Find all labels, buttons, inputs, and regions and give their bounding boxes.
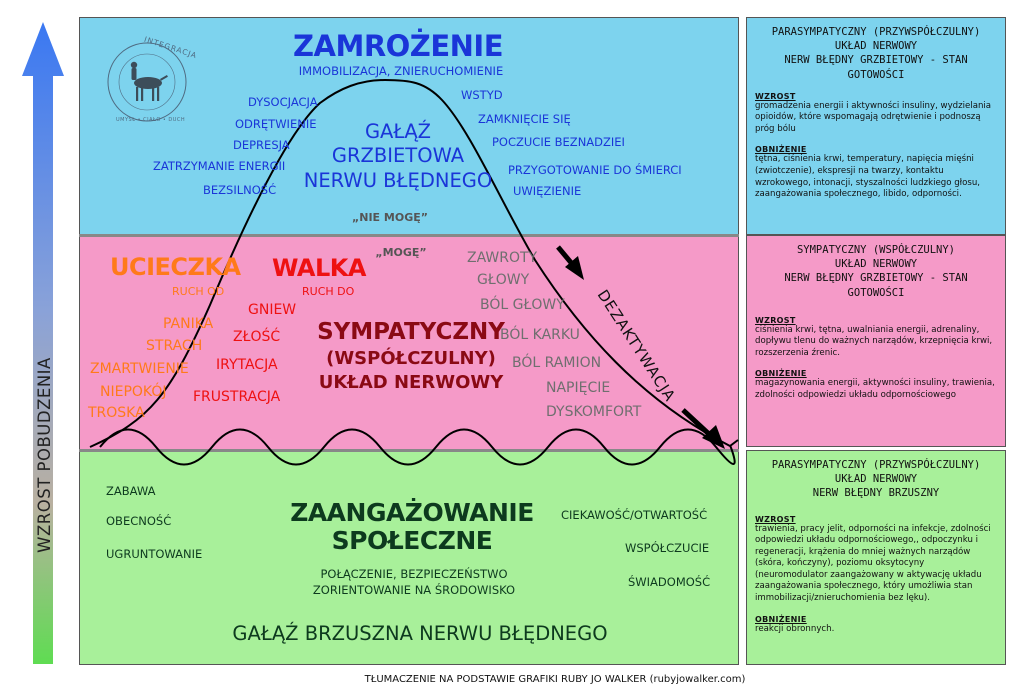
freeze-item: BEZSILNOŚĆ	[203, 183, 277, 197]
fight-title: WALKA	[272, 254, 366, 282]
panel-header: SYMPATYCZNY (WSPÓŁCZULNY) UKŁAD NERWOWY …	[784, 244, 968, 299]
dorsal-vagal-zone	[79, 17, 739, 235]
panel-header: PARASYMPATYCZNY (PRZYWSPÓŁCZULNY) UKŁAD …	[771, 26, 981, 81]
fight-item: FRUSTRACJA	[193, 389, 281, 405]
symptom-item: BÓL GŁOWY	[480, 297, 565, 313]
arousal-arrow	[22, 22, 64, 664]
zone-separator-top	[79, 234, 739, 237]
increase-label: WZROST	[755, 514, 796, 524]
symptom-item: BÓL RAMION	[512, 355, 602, 371]
increase-label: WZROST	[755, 91, 796, 101]
increase-text: ciśnienia krwi, tętna, uwalniania energi…	[755, 324, 993, 358]
symptom-item: GŁOWY	[477, 272, 530, 288]
social-item: OBECNOŚĆ	[106, 514, 172, 528]
panel-header: PARASYMPATYCZNY (PRZYWSPÓŁCZULNY) UKŁAD …	[771, 459, 981, 500]
freeze-item: DYSOCJACJA	[248, 95, 318, 109]
fight-subtitle: RUCH DO	[302, 285, 355, 298]
arousal-curve	[89, 78, 739, 448]
decrease-text: reakcji obronnych.	[755, 623, 835, 634]
freeze-item: ZATRZYMANIE ENERGII	[153, 159, 286, 173]
freeze-item: POCZUCIE BEZNADZIEI	[492, 135, 625, 149]
social-item: CIEKAWOŚĆ/OTWARTOŚĆ	[561, 508, 708, 522]
freeze-item: PRZYGOTOWANIE DO ŚMIERCI	[508, 163, 682, 177]
social-item: ŚWIADOMOŚĆ	[628, 575, 711, 589]
sympathetic-zone	[79, 235, 739, 450]
flight-item: PANIKA	[163, 316, 214, 332]
ventral-vagal-zone	[79, 450, 739, 665]
symptom-item: BÓL KARKU	[500, 327, 580, 343]
flight-item: STRACH	[146, 338, 203, 354]
sympathetic-center-label: SYMPATYCZNY (WSPÓŁCZULNY) UKŁAD NERWOWY	[317, 319, 505, 394]
social-item: UGRUNTOWANIE	[106, 547, 203, 561]
freeze-item: UWIĘZIENIE	[513, 184, 582, 198]
increase-label: WZROST	[755, 315, 796, 325]
freeze-title: ZAMROŻENIE	[292, 29, 504, 63]
flight-title: UCIECZKA	[110, 253, 241, 281]
social-engagement-subtitle: POŁĄCZENIE, BEZPIECZEŃSTWO ZORIENTOWANIE…	[312, 567, 516, 597]
logo-tagline: UMYSŁ • CIAŁO • DUCH	[116, 117, 186, 123]
dorsal-branch-label: GAŁĄŹ GRZBIETOWA NERWU BŁĘDNEGO	[303, 120, 493, 192]
decrease-label: OBNIŻENIE	[755, 145, 807, 155]
increase-text: gromadzenia energii i aktywności insulin…	[755, 100, 992, 134]
panel-dorsal-parasympathetic: PARASYMPATYCZNY (PRZYWSPÓŁCZULNY) UKŁAD …	[746, 17, 1006, 235]
social-engagement-title: ZAANGAŻOWANIE SPOŁECZNE	[290, 498, 534, 555]
freeze-item: DEPRESJA	[233, 138, 290, 152]
zone-separator-bottom	[79, 449, 739, 452]
centaur-icon	[130, 61, 168, 101]
freeze-item: ODRĘTWIENIE	[235, 117, 317, 131]
deactivation-arrow-upper	[556, 245, 584, 280]
decrease-text: magazynowania energii, aktywności insuli…	[755, 378, 995, 401]
deactivation-arrow-lower	[681, 408, 725, 449]
fight-item: ZŁOŚĆ	[233, 329, 281, 345]
symptom-item: DYSKOMFORT	[546, 404, 642, 420]
fight-item: IRYTACJA	[216, 357, 278, 373]
nie-moge-label: „NIE MOGĘ”	[352, 211, 428, 224]
flight-subtitle: RUCH OD	[172, 285, 225, 298]
social-item: WSPÓŁCZUCIE	[625, 541, 710, 555]
symptom-item: NAPIĘCIE	[546, 380, 611, 396]
increase-text: trawienia, pracy jelit, odporności na in…	[755, 523, 991, 604]
panel-sympathetic: SYMPATYCZNY (WSPÓŁCZULNY) UKŁAD NERWOWY …	[746, 235, 1006, 447]
panel-ventral-parasympathetic: PARASYMPATYCZNY (PRZYWSPÓŁCZULNY) UKŁAD …	[746, 450, 1006, 665]
moge-label: „MOGĘ”	[375, 246, 427, 259]
freeze-subtitle: IMMOBILIZACJA, ZNIERUCHOMIENIE	[298, 64, 504, 78]
flight-item: NIEPOKÓJ	[100, 384, 167, 400]
social-item: ZABAWA	[106, 484, 156, 498]
decrease-label: OBNIŻENIE	[755, 369, 807, 379]
integration-logo	[107, 42, 187, 122]
freeze-item: WSTYD	[461, 88, 503, 102]
flight-item: TROSKA	[88, 405, 145, 421]
ventral-branch-label: GAŁĄŹ BRZUSZNA NERWU BŁĘDNEGO	[232, 622, 608, 645]
regulation-wave	[99, 428, 736, 466]
footer-credit: TŁUMACZENIE NA PODSTAWIE GRAFIKI RUBY JO…	[364, 674, 746, 685]
freeze-item: ZAMKNIĘCIE SIĘ	[478, 112, 571, 126]
fight-item: GNIEW	[248, 302, 297, 318]
decrease-text: tętna, ciśnienia krwi, temperatury, napi…	[755, 154, 981, 200]
decrease-label: OBNIŻENIE	[755, 614, 807, 624]
symptom-item: ZAWROTY	[467, 250, 538, 266]
flight-item: ZMARTWIENIE	[90, 361, 189, 377]
